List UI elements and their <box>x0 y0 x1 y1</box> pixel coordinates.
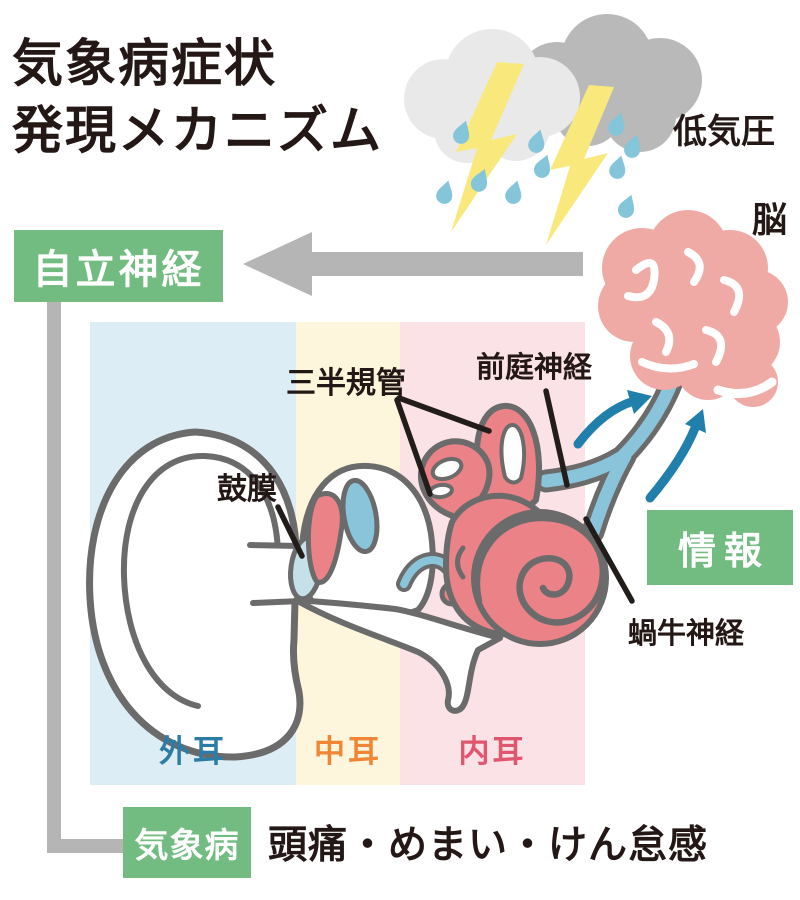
storm-cloud-icon <box>404 14 702 245</box>
semicircular-canals-label: 三半規管 <box>286 367 406 400</box>
inner-helix-line <box>120 452 281 709</box>
autonomic-nerve-label: 自立神経 <box>32 248 205 292</box>
incus-bone <box>340 477 380 555</box>
brain-label: 脳 <box>752 201 788 240</box>
pointer-semicircular-1 <box>394 397 433 497</box>
pointer-cochlear <box>583 516 635 604</box>
page-title: 気象病症状 発現メカニズム <box>12 30 383 165</box>
pointer-vestibular <box>543 388 570 488</box>
low-pressure-label: 低気圧 <box>673 113 775 151</box>
title-line-1: 気象病症状 <box>12 35 278 92</box>
label-pointer-lines <box>275 388 635 604</box>
brain-folds <box>624 248 777 399</box>
weather-sickness-label: 気象病 <box>134 827 240 865</box>
cochlea-spiral <box>473 514 607 626</box>
outer-ear-pinna <box>86 428 304 761</box>
cochlear-nerve-label: 蝸牛神経 <box>628 618 745 650</box>
lightning-icon <box>451 62 614 245</box>
weather-sickness-box: 気象病 <box>123 807 251 878</box>
brain-icon <box>598 210 788 407</box>
autonomic-nerve-box: 自立神経 <box>14 230 223 302</box>
vestibular-nerve-label: 前庭神経 <box>476 352 593 384</box>
arrow-to-autonomic-icon <box>243 232 583 296</box>
title-line-2: 発現メカニズム <box>12 102 384 160</box>
information-box: 情報 <box>647 510 793 585</box>
connector-line <box>47 302 123 853</box>
symptoms-text: 頭痛・めまい・けん怠感 <box>268 824 709 867</box>
inner-ear-zone-label: 内耳 <box>458 734 527 769</box>
ear-anatomy-icon <box>86 403 609 761</box>
eardrum-label: 鼓膜 <box>217 473 277 506</box>
information-label: 情報 <box>677 531 770 573</box>
eustachian-tube <box>293 597 503 714</box>
pointer-eardrum <box>275 504 305 559</box>
middle-ear-zone-label: 中耳 <box>314 734 382 769</box>
pointer-semicircular-2 <box>396 395 492 434</box>
info-arrows-icon <box>573 390 706 503</box>
outer-ear-zone-label: 外耳 <box>159 734 227 769</box>
malleus-bone <box>305 491 345 585</box>
